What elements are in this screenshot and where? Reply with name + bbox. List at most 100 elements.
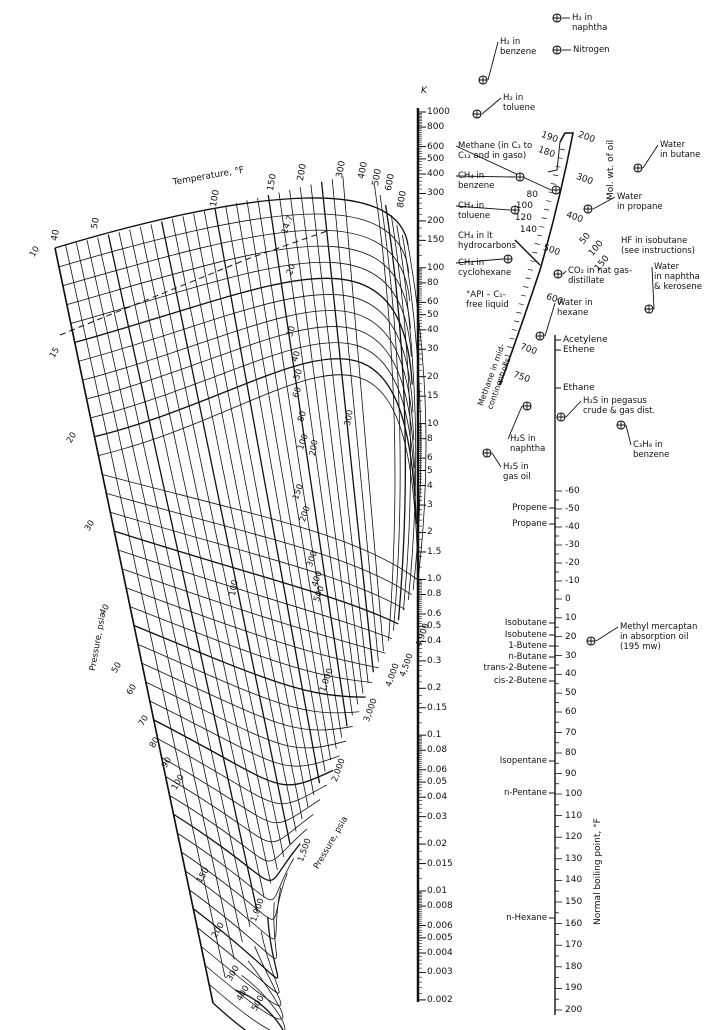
mol-wt-tick xyxy=(518,303,524,306)
annotation-arrow xyxy=(491,452,502,468)
k-tick-label: 20 xyxy=(427,371,439,382)
k-tick-label: 0.8 xyxy=(427,589,442,600)
boiling-tick-label: 170 xyxy=(565,940,583,951)
boiling-tick-label: 110 xyxy=(565,810,583,821)
temperature-line xyxy=(129,229,272,884)
pressure-curve xyxy=(200,945,282,1007)
boiling-tick-label: -50 xyxy=(565,504,580,514)
circle-plus-icon xyxy=(583,204,593,214)
k-tick-label: 0.008 xyxy=(427,901,453,912)
temperature-line xyxy=(193,213,309,808)
atmospheric-pressure-line xyxy=(59,229,331,336)
component-label: Propane xyxy=(512,519,547,529)
annotation-arrow xyxy=(455,258,504,264)
k-tick-label: 400 xyxy=(427,168,445,179)
k-axis-title: K xyxy=(421,86,427,96)
circle-plus-icon xyxy=(616,420,626,430)
k-tick-label: 1.5 xyxy=(427,546,442,557)
pressure-curve xyxy=(118,549,392,639)
boiling-tick-label: 160 xyxy=(565,918,583,929)
mol-wt-tick xyxy=(541,217,547,220)
mol-wt-tick xyxy=(555,165,561,168)
mol-wt-tick xyxy=(557,157,563,159)
pressure-curve xyxy=(74,277,413,385)
circle-plus-icon xyxy=(535,331,545,341)
annotation-arrow xyxy=(507,405,523,440)
k-tick-label: 500 xyxy=(427,153,445,164)
pressure-curve xyxy=(204,960,284,1020)
temperature-line xyxy=(278,192,353,716)
pressure-curve xyxy=(66,245,411,329)
circle-plus-icon xyxy=(556,412,566,422)
pressure-curve xyxy=(114,530,399,625)
markers xyxy=(455,13,659,646)
pressure-curve xyxy=(86,326,416,469)
annotation-arrow xyxy=(642,144,659,169)
temperature-line xyxy=(331,179,379,662)
k-tick-label: 6 xyxy=(427,453,433,464)
mol-wt-tick xyxy=(511,329,517,331)
k-tick-label: 0.3 xyxy=(427,655,442,666)
boiling-tick-label: 120 xyxy=(565,832,583,843)
boiling-tick-label: 150 xyxy=(565,897,583,907)
pressure-curve xyxy=(137,644,360,714)
annotation-label: H₂ in naphtha xyxy=(572,13,608,33)
k-tick-label: 0.02 xyxy=(427,839,448,850)
k-scale xyxy=(416,108,426,1002)
temperature-line xyxy=(65,245,226,978)
k-tick-label: 0.04 xyxy=(427,792,448,803)
circle-plus-icon xyxy=(553,269,563,279)
circle-plus-icon xyxy=(515,172,525,182)
k-tick-label: 60 xyxy=(427,297,439,308)
circle-plus-icon xyxy=(552,45,562,55)
temperature-line xyxy=(390,214,411,611)
annotation-label: H₂S in pegasus crude & gas dist. xyxy=(583,396,656,416)
k-tick-label: 300 xyxy=(427,188,445,199)
pressure-curve xyxy=(133,624,366,698)
circle-plus-icon xyxy=(551,185,561,195)
k-tick-label: 2 xyxy=(427,527,433,538)
mol-wt-tick xyxy=(536,234,543,237)
annotation-arrow xyxy=(595,626,619,642)
temperature-line xyxy=(320,181,374,673)
pressure-curve xyxy=(62,229,411,301)
mol-wt-tick xyxy=(514,320,520,323)
component-label: n-Pentane xyxy=(503,788,547,798)
annotation-label: Water in naphtha & kerosene xyxy=(654,262,702,292)
circle-plus-icon xyxy=(482,448,492,458)
component-label: Ethane xyxy=(563,383,595,393)
circle-plus-icon xyxy=(472,109,482,119)
boiling-tick-label: -30 xyxy=(565,540,580,550)
annotation-label: H₂S in naphtha xyxy=(510,434,546,454)
boiling-tick-label: 100 xyxy=(565,789,583,799)
mol-wt-tick xyxy=(520,294,527,297)
annotation-arrow xyxy=(455,205,511,211)
annotation-arrow xyxy=(487,41,499,81)
k-tick-label: 0.003 xyxy=(427,967,453,978)
mol-wt-tick xyxy=(543,208,549,211)
boiling-tick-label: 180 xyxy=(565,961,583,972)
annotation-arrow xyxy=(625,424,632,446)
annotation-arrow xyxy=(562,270,567,275)
mol-wt-scale xyxy=(497,132,574,386)
pressure-curve xyxy=(141,662,353,731)
annotation-label: Methyl mercaptan in absorption oil (195 … xyxy=(620,622,698,652)
annotation-arrow xyxy=(565,400,582,418)
boiling-tick-label: 40 xyxy=(565,669,577,680)
component-label: Isobutane xyxy=(504,618,547,628)
annotation-label: CH₄ in toluene xyxy=(458,201,491,221)
annotation-label: CO₂ in nat gas- distillate xyxy=(568,266,632,286)
annotation-label: Water in butane xyxy=(660,140,701,160)
boiling-tick-label: 60 xyxy=(565,707,577,717)
boiling-tick-label: 20 xyxy=(565,631,577,642)
api-label: 140 xyxy=(519,225,537,235)
boiling-point-scale xyxy=(549,335,562,1015)
boiling-tick-label: 90 xyxy=(565,768,577,779)
annotation-label: H₂S in gas oil xyxy=(503,462,531,482)
pressure-curve xyxy=(153,719,334,786)
circle-plus-icon xyxy=(503,254,513,264)
circle-plus-icon xyxy=(510,205,520,215)
temperature-line xyxy=(407,244,427,581)
temperature-line xyxy=(225,205,326,772)
k-tick-label: 0.05 xyxy=(427,777,448,788)
